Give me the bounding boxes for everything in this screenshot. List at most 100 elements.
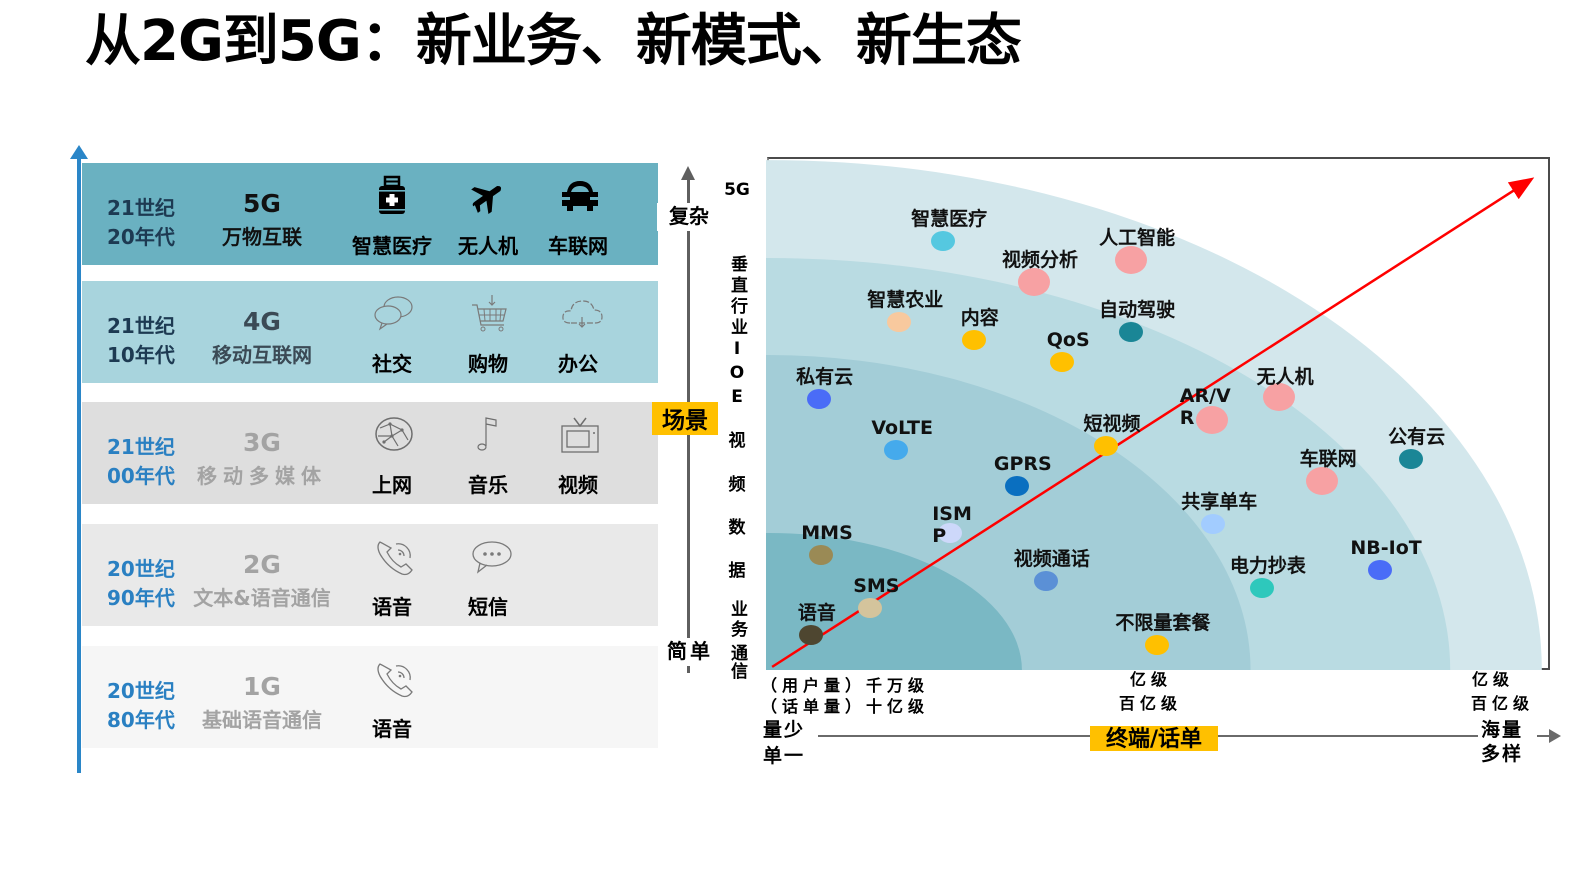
x-tick-left-records: （话单量）十亿级	[761, 697, 930, 716]
x-tick-right: 百亿级	[1471, 694, 1535, 713]
y-side-label: 5G	[724, 180, 750, 200]
service-item: 音乐	[440, 412, 536, 502]
timeline-row-3g: 21世纪 00年代 3G 移动多媒体 上网 音乐 视频	[82, 402, 658, 504]
generation-name: 2G	[243, 550, 281, 579]
car-icon	[562, 181, 598, 211]
generation-name: 4G	[243, 307, 281, 336]
data-point-label: GPRS	[993, 452, 1052, 475]
era-decade: 10年代	[107, 343, 175, 367]
era-decade: 00年代	[107, 464, 175, 488]
data-point-dot[interactable]	[1306, 467, 1339, 496]
data-point-dot[interactable]	[1094, 435, 1119, 456]
era-century: 21世纪	[107, 435, 175, 459]
data-point-label: 短视频	[1083, 412, 1141, 435]
generation-description: 万物互联	[222, 225, 302, 249]
data-point-dot[interactable]	[1004, 475, 1029, 496]
data-point-dot[interactable]	[961, 330, 986, 351]
generation-description: 文本&语音通信	[193, 586, 331, 610]
phone-icon	[377, 541, 413, 576]
y-axis-top-label: 复杂	[657, 203, 721, 231]
service-label: 无人机	[458, 234, 518, 258]
service-item: 车联网	[530, 173, 626, 263]
service-label: 语音	[372, 717, 412, 741]
chat-bubbles-icon	[374, 296, 413, 331]
data-point-dot[interactable]	[938, 523, 963, 544]
data-point-label: 语音	[797, 602, 836, 625]
era-century: 21世纪	[107, 314, 175, 338]
service-label: 社交	[372, 352, 412, 376]
tv-icon	[561, 417, 599, 453]
service-item: 视频	[530, 412, 626, 502]
data-point-dot[interactable]	[1144, 634, 1169, 655]
data-point-dot[interactable]	[809, 545, 834, 566]
data-point-dot[interactable]	[1018, 268, 1050, 297]
service-item: 短信	[440, 534, 536, 624]
y-axis-bottom-label: 简单	[660, 638, 720, 666]
service-item: 购物	[440, 291, 536, 381]
era-century: 21世纪	[107, 196, 175, 220]
data-point-dot[interactable]	[1263, 383, 1296, 412]
shopping-cart-icon	[472, 295, 507, 332]
phone-icon	[377, 663, 413, 698]
data-point-label: ISMP	[932, 503, 972, 548]
era-century: 20世纪	[107, 557, 175, 581]
data-point-dot[interactable]	[884, 439, 909, 460]
x-axis-right-end-label: 海量	[1481, 719, 1524, 741]
data-point-label: QoS	[1046, 329, 1090, 352]
data-point-label: 无人机	[1256, 366, 1314, 389]
data-point-dot[interactable]	[1050, 352, 1075, 373]
y-side-label: 通信	[727, 644, 747, 680]
timeline-axis-line	[77, 156, 81, 773]
service-label: 购物	[468, 352, 508, 376]
medical-kit-icon	[379, 175, 405, 214]
service-label: 语音	[372, 595, 412, 619]
data-point-dot[interactable]	[1368, 559, 1393, 580]
data-point-dot[interactable]	[1119, 321, 1144, 342]
service-label: 车联网	[548, 234, 608, 258]
data-point-label: NB-IoT	[1350, 536, 1422, 559]
era-decade: 90年代	[107, 586, 175, 610]
service-label: 智慧医疗	[352, 234, 432, 258]
service-item: 语音	[344, 656, 440, 746]
timeline-arrow-icon	[70, 145, 88, 159]
data-point-label: SMS	[853, 574, 900, 597]
data-point-dot[interactable]	[1249, 577, 1274, 598]
y-side-label: 视	[728, 431, 746, 451]
data-point-dot[interactable]	[931, 231, 956, 252]
y-side-label: 业务	[727, 600, 747, 640]
generation-name: 1G	[243, 672, 281, 701]
x-axis-left-end-label: 单一	[763, 745, 806, 767]
data-point-dot[interactable]	[1033, 571, 1058, 592]
data-point-label: 智慧医疗	[911, 208, 988, 231]
timeline-row-2g: 20世纪 90年代 2G 文本&语音通信 语音 短信	[82, 524, 658, 626]
data-point-label: 自动驾驶	[1099, 298, 1176, 321]
data-point-label: MMS	[801, 522, 853, 545]
globe-icon	[375, 417, 413, 451]
generation-description: 基础语音通信	[202, 708, 322, 732]
x-tick-mid: 百亿级	[1119, 694, 1183, 713]
data-point-dot[interactable]	[1195, 406, 1228, 435]
data-point-dot[interactable]	[887, 312, 912, 333]
data-point-label: 共享单车	[1181, 490, 1258, 513]
x-axis-left-end-label: 量少	[763, 719, 806, 741]
generation-description: 移动互联网	[212, 343, 312, 367]
music-note-icon	[477, 417, 497, 451]
y-axis-title: 场景	[652, 402, 718, 435]
data-point-label: 不限量套餐	[1115, 611, 1211, 634]
data-point-dot[interactable]	[1115, 246, 1148, 275]
generation-description: 移动多媒体	[197, 464, 327, 488]
era-decade: 20年代	[107, 225, 175, 249]
x-tick-mid: 亿级	[1130, 670, 1173, 689]
y-side-label: 据	[728, 561, 746, 581]
chart-band	[766, 533, 1022, 670]
cloud-icon	[562, 300, 603, 328]
data-point-dot[interactable]	[858, 597, 883, 618]
data-point-dot[interactable]	[1398, 449, 1423, 470]
service-item: 智慧医疗	[344, 173, 440, 263]
service-item: 上网	[344, 412, 440, 502]
data-point-dot[interactable]	[798, 625, 823, 646]
data-point-dot[interactable]	[1201, 513, 1226, 534]
x-axis-line-end	[1537, 735, 1551, 737]
data-point-dot[interactable]	[806, 389, 831, 410]
service-item: 无人机	[440, 173, 536, 263]
